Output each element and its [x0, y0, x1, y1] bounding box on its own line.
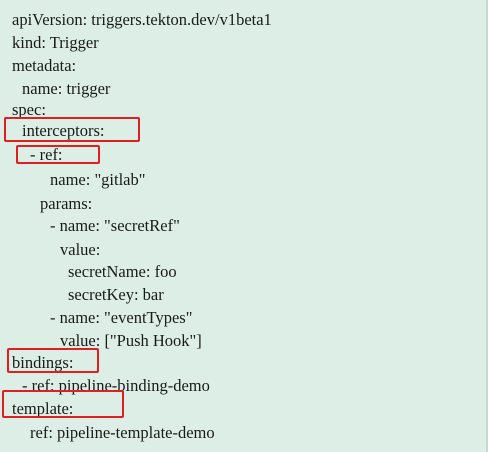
code-line-apiversion: apiVersion: triggers.tekton.dev/v1beta1: [12, 10, 272, 29]
code-line-ref-name: name: "gitlab": [50, 170, 146, 189]
code-line-param1-value: value:: [60, 240, 101, 259]
code-line-ref: - ref:: [30, 145, 63, 164]
highlight-box-ref: [16, 145, 100, 164]
code-line-param1-name: - name: "secretRef": [50, 216, 180, 235]
code-line-kind: kind: Trigger: [12, 33, 99, 52]
code-line-spec: spec:: [12, 100, 46, 119]
code-line-secret-name: secretName: foo: [68, 262, 177, 281]
highlight-box-interceptors: [4, 117, 140, 142]
highlight-box-bindings: [7, 348, 99, 373]
code-line-param2-value: value: ["Push Hook"]: [60, 331, 202, 350]
code-line-template: template:: [12, 399, 74, 418]
highlight-box-template: [2, 390, 124, 418]
code-line-name: name: trigger: [22, 79, 111, 98]
code-line-params: params:: [40, 194, 93, 213]
code-line-param2-name: - name: "eventTypes": [50, 308, 193, 327]
code-line-bindings: bindings:: [12, 353, 74, 372]
code-line-metadata: metadata:: [12, 56, 77, 75]
code-line-secret-key: secretKey: bar: [68, 285, 164, 304]
code-line-interceptors: interceptors:: [22, 121, 105, 140]
code-line-template-ref: ref: pipeline-template-demo: [30, 423, 215, 442]
